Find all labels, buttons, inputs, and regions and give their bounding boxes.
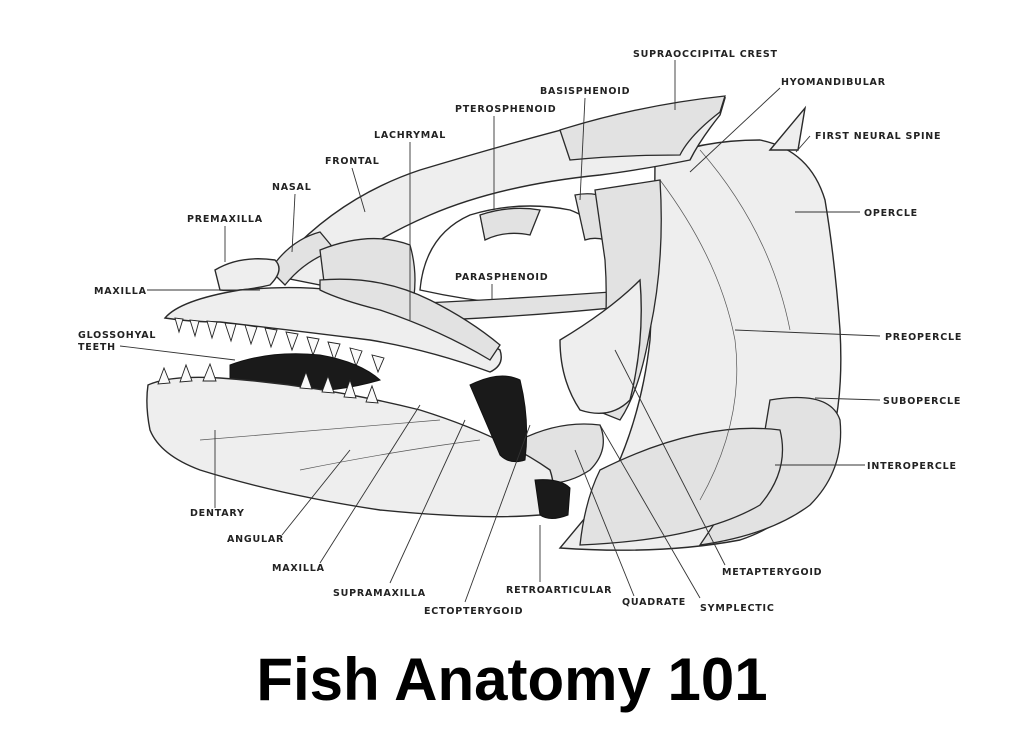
label-supraoccipital-crest: SUPRAOCCIPITAL CREST — [633, 49, 778, 60]
label-pterosphenoid: PTEROSPHENOID — [455, 104, 556, 115]
label-angular: ANGULAR — [227, 534, 284, 545]
label-hyomandibular: HYOMANDIBULAR — [781, 77, 886, 88]
skull-illustration — [146, 95, 842, 551]
label-ectopterygoid: ECTOPTERYGOID — [424, 606, 523, 617]
label-maxilla-lower: MAXILLA — [272, 563, 325, 574]
label-quadrate: QUADRATE — [622, 597, 686, 608]
lower-teeth — [157, 362, 379, 404]
label-retroarticular: RETROARTICULAR — [506, 585, 612, 596]
nasal-bone — [269, 231, 337, 286]
label-nasal: NASAL — [272, 182, 312, 193]
retroarticular-shadow — [534, 479, 571, 519]
label-frontal: FRONTAL — [325, 156, 380, 167]
label-dentary: DENTARY — [190, 508, 245, 519]
leader-lines — [119, 60, 881, 603]
metapterygoid-bone — [559, 278, 642, 414]
label-maxilla-upper: MAXILLA — [94, 286, 147, 297]
label-opercle: OPERCLE — [864, 208, 918, 219]
label-subopercle: SUBOPERCLE — [883, 396, 961, 407]
first-neural-spine-bone — [768, 105, 807, 151]
label-parasphenoid: PARASPHENOID — [455, 272, 548, 283]
supraoccipital-crest-bone — [559, 95, 726, 161]
label-glossohyal-teeth: TEETH — [78, 342, 116, 353]
label-basisphenoid: BASISPHENOID — [540, 86, 630, 97]
pterosphenoid-bone — [479, 207, 541, 241]
upper-jaw — [163, 286, 502, 373]
premaxilla-bone — [214, 258, 280, 292]
label-glossohyal: GLOSSOHYAL — [78, 330, 156, 341]
label-first-neural-spine: FIRST NEURAL SPINE — [815, 131, 941, 142]
label-supramaxilla: SUPRAMAXILLA — [333, 588, 426, 599]
label-symplectic: SYMPLECTIC — [700, 603, 775, 614]
label-metapterygoid: METAPTERYGOID — [722, 567, 822, 578]
bone-labels: SUPRAOCCIPITAL CREST HYOMANDIBULAR BASIS… — [78, 49, 962, 617]
ectopterygoid-shadow — [469, 375, 528, 463]
label-interopercle: INTEROPERCLE — [867, 461, 957, 472]
interopercle-bone — [579, 427, 784, 546]
label-preopercle: PREOPERCLE — [885, 332, 962, 343]
label-premaxilla: PREMAXILLA — [187, 214, 263, 225]
upper-teeth — [174, 317, 385, 374]
label-lachrymal: LACHRYMAL — [374, 130, 446, 141]
page-title: Fish Anatomy 101 — [256, 646, 768, 713]
